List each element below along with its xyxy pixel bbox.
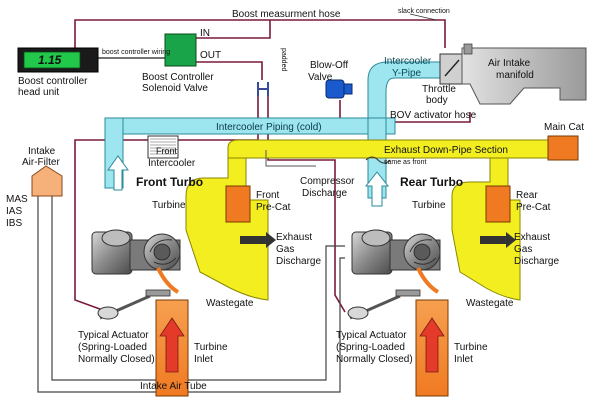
actuator-rear xyxy=(347,289,421,320)
label-y-pipe-line2: Y-Pipe xyxy=(392,68,422,79)
exhaust-gas-arrow-rear xyxy=(480,232,516,248)
label-air-intake-line1: Air Intake xyxy=(488,58,531,69)
label-same-as-front: same as front xyxy=(384,159,426,166)
label-exh-rear-line1: Exhaust xyxy=(514,232,550,243)
airflow-arrow-rear xyxy=(364,171,390,207)
label-rear-precat-line1: Rear xyxy=(516,190,538,201)
manifold-connector xyxy=(463,43,473,55)
label-turbine-inlet-rear-line1: Turbine xyxy=(454,342,488,353)
label-rear-turbo: Rear Turbo xyxy=(400,175,463,189)
label-actuator-rear-line3: Normally Closed) xyxy=(336,354,413,365)
label-front-ic-line2: Intercooler xyxy=(148,158,196,169)
exhaust-front-body xyxy=(185,157,269,301)
throttle-body xyxy=(439,53,465,85)
actuator-hose-rear xyxy=(267,95,346,313)
padded-fitting xyxy=(257,82,269,96)
label-compressor-line1: Compressor xyxy=(300,176,355,187)
front-intercooler xyxy=(147,135,179,159)
head-unit-value: 1.15 xyxy=(38,53,62,67)
exhaust-gas-arrow-front xyxy=(240,232,276,248)
rear-pre-cat xyxy=(485,185,511,223)
turbine-inlet-arrow-rear xyxy=(419,317,445,373)
exhaust-downpipe-section xyxy=(227,139,549,161)
label-head-unit-line2: head unit xyxy=(18,87,59,98)
label-wastegate-front: Wastegate xyxy=(206,298,254,309)
label-solenoid-line1: Boost Controller xyxy=(142,72,214,83)
label-blow-off-line1: Blow-Off xyxy=(310,60,348,71)
label-actuator-rear-line1: Typical Actuator xyxy=(336,330,407,341)
label-compressor-line2: Discharge xyxy=(302,188,347,199)
air-intake-manifold xyxy=(461,47,587,105)
label-ibs: IBS xyxy=(6,218,22,229)
label-intake-air-tube: Intake Air Tube xyxy=(140,381,207,392)
label-boost-controller-wiring: boost controller wiring xyxy=(102,49,170,56)
label-ias: IAS xyxy=(6,206,22,217)
label-exh-rear-line3: Discharge xyxy=(514,256,559,267)
blow-off-valve xyxy=(325,79,353,99)
boost-measurement-hose xyxy=(74,19,446,48)
intake-air-tube xyxy=(37,190,345,393)
label-boost-measurement-hose: Boost measurment hose xyxy=(232,9,341,20)
label-front-precat-line1: Front xyxy=(256,190,280,201)
label-actuator-rear-line2: (Spring-Loaded xyxy=(336,342,405,353)
label-in: IN xyxy=(200,28,210,39)
label-front-turbo: Front Turbo xyxy=(136,175,203,189)
head-unit-display xyxy=(23,51,81,69)
label-intake-filter-line2: Air-Filter xyxy=(22,157,60,168)
boost-controller-solenoid-valve xyxy=(164,33,197,67)
label-blow-off-line2: Valve xyxy=(308,72,333,83)
turbine-inlet-arrow-front xyxy=(159,317,185,373)
label-exh-front-line3: Discharge xyxy=(276,256,321,267)
label-solenoid-line2: Solenoid Valve xyxy=(142,83,208,94)
front-intercooler-fins xyxy=(150,138,176,155)
rear-turbo-assembly xyxy=(351,229,441,294)
label-exh-front-line1: Exhaust xyxy=(276,232,312,243)
label-padded: padded xyxy=(280,48,287,71)
label-main-cat: Main Cat xyxy=(544,122,584,133)
actuator-front xyxy=(97,289,171,320)
same-as-front-break xyxy=(365,156,391,164)
airflow-arrow-front xyxy=(107,155,129,191)
slack-connection-arrow xyxy=(409,13,437,21)
label-air-intake-line2: manifold xyxy=(496,70,534,81)
label-head-unit-line1: Boost controller xyxy=(18,76,88,87)
label-rear-precat-line2: Pre-Cat xyxy=(516,202,551,213)
label-ic-piping: Intercooler Piping (cold) xyxy=(216,122,322,133)
label-turbine-inlet-front-line2: Inlet xyxy=(194,354,213,365)
solenoid-out-hose xyxy=(196,61,263,80)
label-turbine-inlet-rear-line2: Inlet xyxy=(454,354,473,365)
label-actuator-front-line2: (Spring-Loaded xyxy=(78,342,147,353)
label-front-precat-line2: Pre-Cat xyxy=(256,202,291,213)
solenoid-in-hose xyxy=(196,20,271,39)
intake-air-filter xyxy=(31,165,63,197)
label-intake-filter-line1: Intake xyxy=(28,146,56,157)
front-pre-cat xyxy=(225,185,251,223)
label-mas: MAS xyxy=(6,194,28,205)
label-exhaust-downpipe: Exhaust Down-Pipe Section xyxy=(384,145,508,156)
front-turbo-assembly xyxy=(91,229,181,294)
label-y-pipe-line1: Intercooler xyxy=(384,56,432,67)
label-exh-rear-line2: Gas xyxy=(514,244,532,255)
main-cat xyxy=(547,135,579,161)
label-front-ic-line1: Front xyxy=(156,146,178,156)
label-throttle-line2: body xyxy=(426,95,448,106)
label-out: OUT xyxy=(200,50,221,61)
label-turbine-rear: Turbine xyxy=(412,200,446,211)
label-turbine-front: Turbine xyxy=(152,200,186,211)
label-throttle-line1: Throttle xyxy=(422,84,456,95)
label-bov-hose: BOV activator hose xyxy=(390,110,477,121)
compressor-discharge-line xyxy=(265,150,316,167)
label-actuator-front-line1: Typical Actuator xyxy=(78,330,149,341)
label-turbine-inlet-front-line1: Turbine xyxy=(194,342,228,353)
bov-activator-hose xyxy=(339,100,471,123)
label-wastegate-rear: Wastegate xyxy=(466,298,514,309)
label-exh-front-line2: Gas xyxy=(276,244,294,255)
label-slack-connection-1: slack connection xyxy=(398,8,450,15)
label-actuator-front-line3: Normally Closed) xyxy=(78,354,155,365)
